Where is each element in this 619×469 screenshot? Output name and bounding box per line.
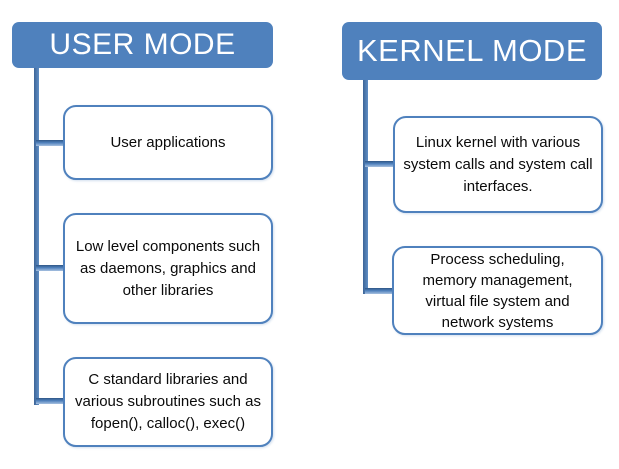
- user-applications-box: User applications: [63, 105, 273, 180]
- kernel-mode-header: KERNEL MODE: [342, 22, 602, 80]
- connector-user-applications: [36, 140, 64, 146]
- process-scheduling-box: Process scheduling, memory management, v…: [392, 246, 603, 335]
- user-mode-header: USER MODE: [12, 22, 273, 68]
- connector-linux-kernel: [365, 161, 394, 167]
- connector-c-standard-libraries: [36, 398, 64, 404]
- linux-kernel-box: Linux kernel with various system calls a…: [393, 116, 603, 213]
- c-standard-libraries-box: C standard libraries and various subrout…: [63, 357, 273, 447]
- user-mode-trunk-line: [34, 68, 39, 405]
- connector-process-scheduling: [365, 288, 393, 294]
- kernel-mode-trunk-line: [363, 80, 368, 294]
- connector-low-level-components: [36, 265, 64, 271]
- low-level-components-box: Low level components such as daemons, gr…: [63, 213, 273, 324]
